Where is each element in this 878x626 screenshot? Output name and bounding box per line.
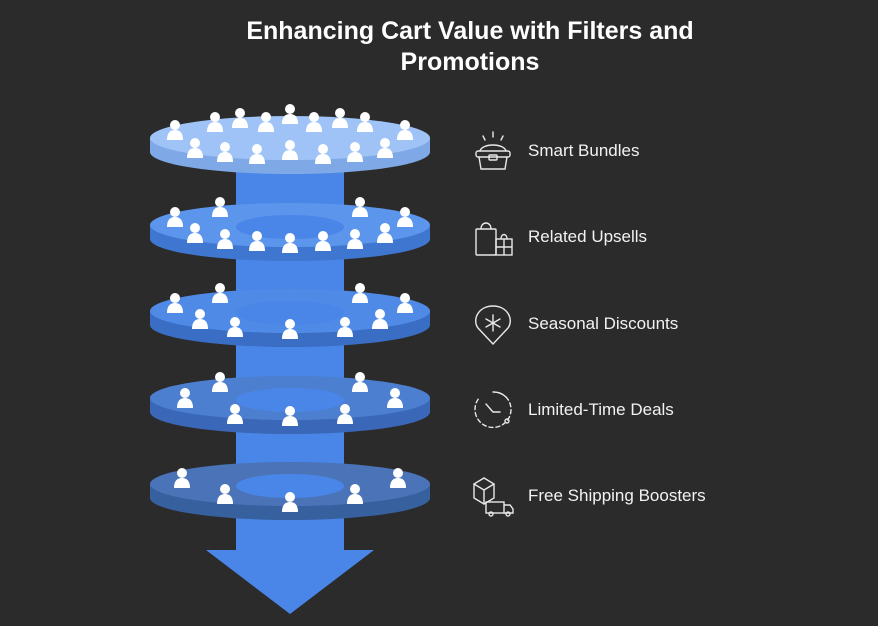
legend-label-related-upsells: Related Upsells [528,227,648,246]
legend-item-smart-bundles: Smart Bundles [470,129,850,173]
funnel-layer-5 [150,462,430,520]
column-hub [236,388,344,412]
column-hub [236,215,344,239]
column-hub [236,301,344,325]
funnel-arrow [206,548,374,614]
snowflake-tag-icon [475,305,511,346]
funnel-layer-1 [150,104,430,174]
title-line-1: Enhancing Cart Value with Filters and [246,17,694,45]
funnel-layer-2 [150,197,430,261]
column-hub [236,474,344,498]
delivery-truck-icon [473,477,514,517]
person-icon [282,104,298,124]
legend-item-related-upsells: Related Upsells [470,215,850,259]
basket-icon [475,131,511,170]
legend-label-seasonal-discounts: Seasonal Discounts [528,314,679,333]
title-line-2: Promotions [400,48,540,76]
legend-label-smart-bundles: Smart Bundles [528,141,640,160]
legend-label-free-shipping-boosters: Free Shipping Boosters [528,486,706,505]
shopping-bags-icon [475,222,513,256]
legend-item-limited-time-deals: Limited-Time Deals [470,388,850,432]
legend-item-free-shipping-boosters: Free Shipping Boosters [470,474,850,518]
legend-item-seasonal-discounts: Seasonal Discounts [470,302,850,346]
funnel-layer-4 [150,372,430,434]
legend-label-limited-time-deals: Limited-Time Deals [528,400,674,419]
timer-icon [474,391,512,429]
diagram-title: Enhancing Cart Value with Filters and Pr… [0,16,878,78]
funnel-layer-3 [150,283,430,347]
